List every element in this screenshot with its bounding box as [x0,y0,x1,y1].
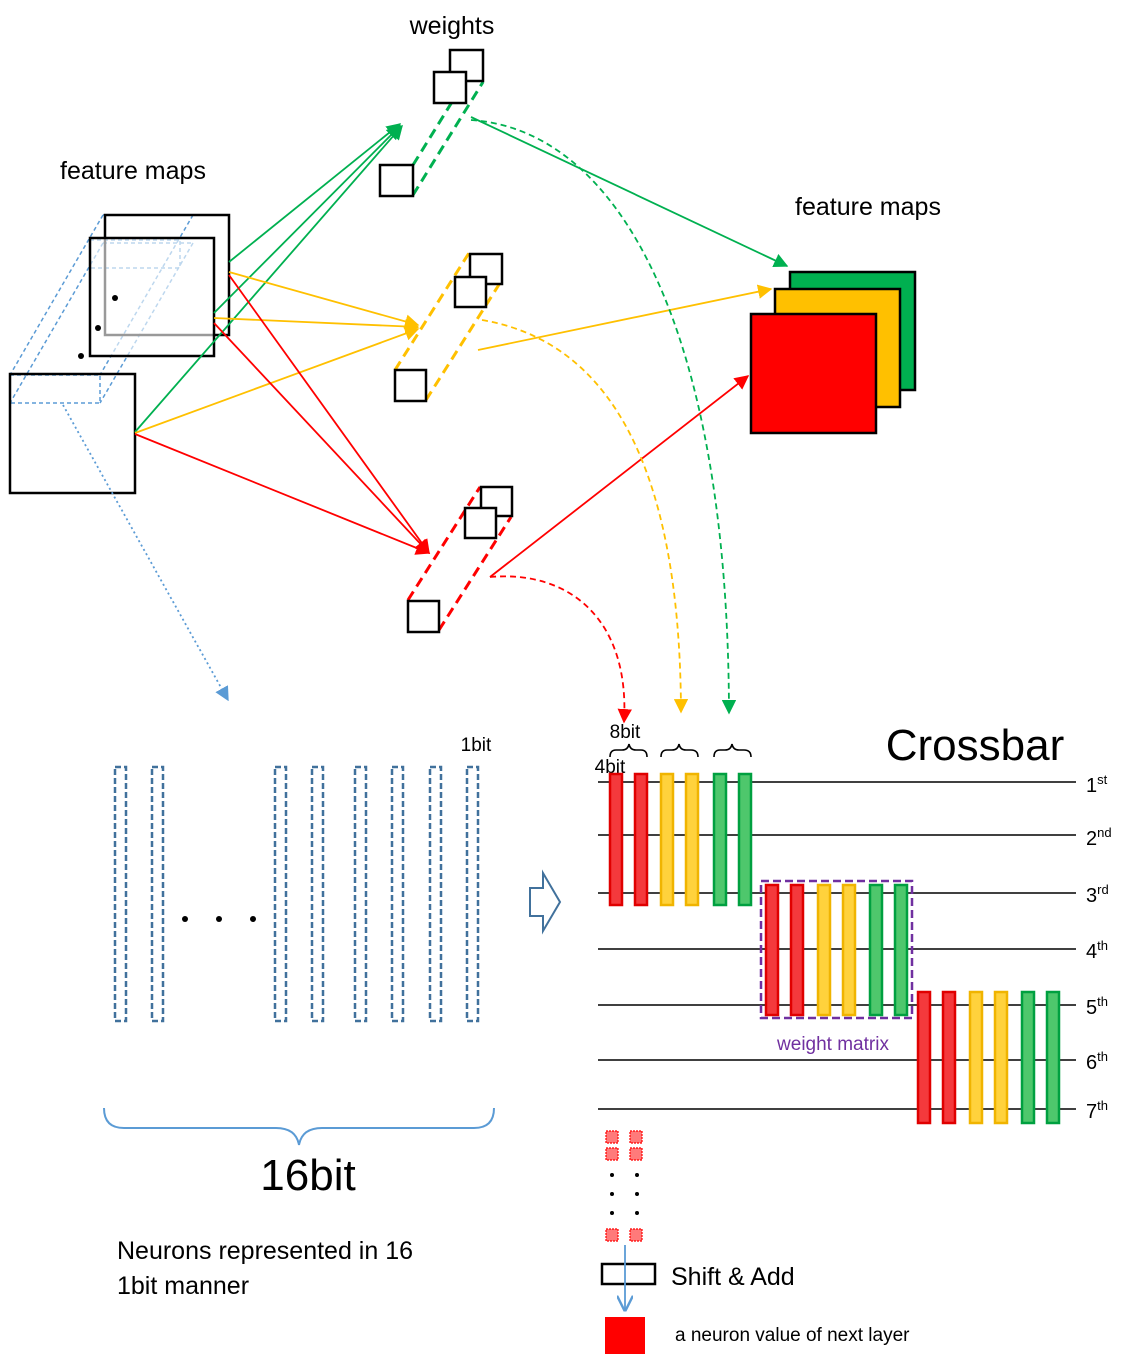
sixteen-bit-label: 16bit [260,1151,355,1200]
transfer-arrow-icon [529,869,562,935]
bit-column [310,765,325,1023]
weights-label: weights [409,12,495,40]
yellow-weight-kernel [393,252,504,403]
input-map-middle [88,236,216,358]
red-mapping-curve [489,575,632,724]
cell-mid-left [605,1147,619,1161]
brace [609,743,648,758]
row-label: 5th [1086,994,1108,1019]
output-feature-maps [749,270,917,435]
neuron-value-label: a neuron value of next layer [675,1325,910,1346]
weight-matrix-box [759,879,914,1020]
one-bit-label: 1bit [461,735,492,756]
bar-yellow [993,990,1009,1125]
yellow-input-arrows [134,271,420,434]
bar-red [941,990,957,1125]
row-label: 1st [1086,772,1108,797]
feature-maps-output-label: feature maps [795,193,941,221]
bar-red [916,990,932,1125]
bit-column [428,765,443,1023]
red-input-arrows [134,274,431,555]
bar-green [868,883,884,1017]
ellipsis-dot [95,325,101,331]
bit-decomposition-arrow [62,404,229,702]
cells-ellipsis [610,1173,639,1215]
bar-red [789,883,805,1017]
input-feature-maps [8,213,231,495]
bit-column [465,765,480,1023]
shift-add-label: Shift & Add [671,1263,795,1291]
neurons-caption-line1: Neurons represented in 16 [117,1237,413,1265]
row-label: 4th [1086,938,1108,963]
yellow-output-arrow [477,284,773,351]
row-label: 3rd [1086,882,1109,907]
row-label: 7th [1086,1098,1108,1123]
bit-columns-ellipsis [182,916,256,922]
bit-column [390,765,405,1023]
bar-green [712,772,728,907]
ellipsis-dot [78,353,84,359]
bar-red [764,883,780,1017]
green-output-arrow [470,116,789,267]
cell-bottom-left [605,1228,619,1242]
sixteen-bit-brace [103,1107,495,1146]
ellipsis-dot [112,295,118,301]
green-input-arrows [134,123,403,433]
brace [713,743,752,758]
cell-mid-right [629,1147,643,1161]
bar-yellow [841,883,857,1017]
bar-yellow [968,990,984,1125]
crossbar-bar-group-3 [916,990,1061,1125]
shift-add-box [600,1262,657,1286]
bit-column [113,765,128,1023]
row-label: 6th [1086,1049,1108,1074]
bar-green [1045,990,1061,1125]
yellow-mapping-curve [481,319,689,714]
bit-column [273,765,288,1023]
bar-red [608,772,624,907]
crossbar-bar-group-2 [764,883,909,1017]
neurons-caption-line2: 1bit manner [117,1272,249,1300]
bar-yellow [684,772,700,907]
bar-green [737,772,753,907]
bit-column [353,765,368,1023]
bar-green [1020,990,1036,1125]
green-mapping-curve [470,119,737,715]
output-neuron-square [605,1317,645,1354]
feature-maps-input-label: feature maps [60,157,206,185]
weight-matrix-label: weight matrix [776,1034,889,1055]
bar-yellow [659,772,675,907]
bar-green [893,883,909,1017]
red-output-arrow [489,375,750,578]
bit-columns [113,765,480,1023]
bar-red [633,772,649,907]
red-weight-kernel [406,485,514,634]
input-map-front [8,372,137,495]
bit-group-braces [609,743,752,758]
green-weight-kernel [378,48,485,198]
row-labels: 1st 2nd 3rd 4th 5th 6th 7th [1086,772,1112,1123]
output-map-red [749,312,878,435]
cell-bottom-right [629,1228,643,1242]
crossbar-title: Crossbar [886,721,1065,770]
bit-column [150,765,165,1023]
partial-sum-cells [605,1130,643,1242]
crossbar-bar-group-1 [608,772,753,907]
eight-bit-label: 8bit [610,722,641,743]
brace [660,743,699,758]
bar-yellow [816,883,832,1017]
cell-top-right [629,1130,643,1144]
row-label: 2nd [1086,825,1112,850]
cell-top-left [605,1130,619,1144]
